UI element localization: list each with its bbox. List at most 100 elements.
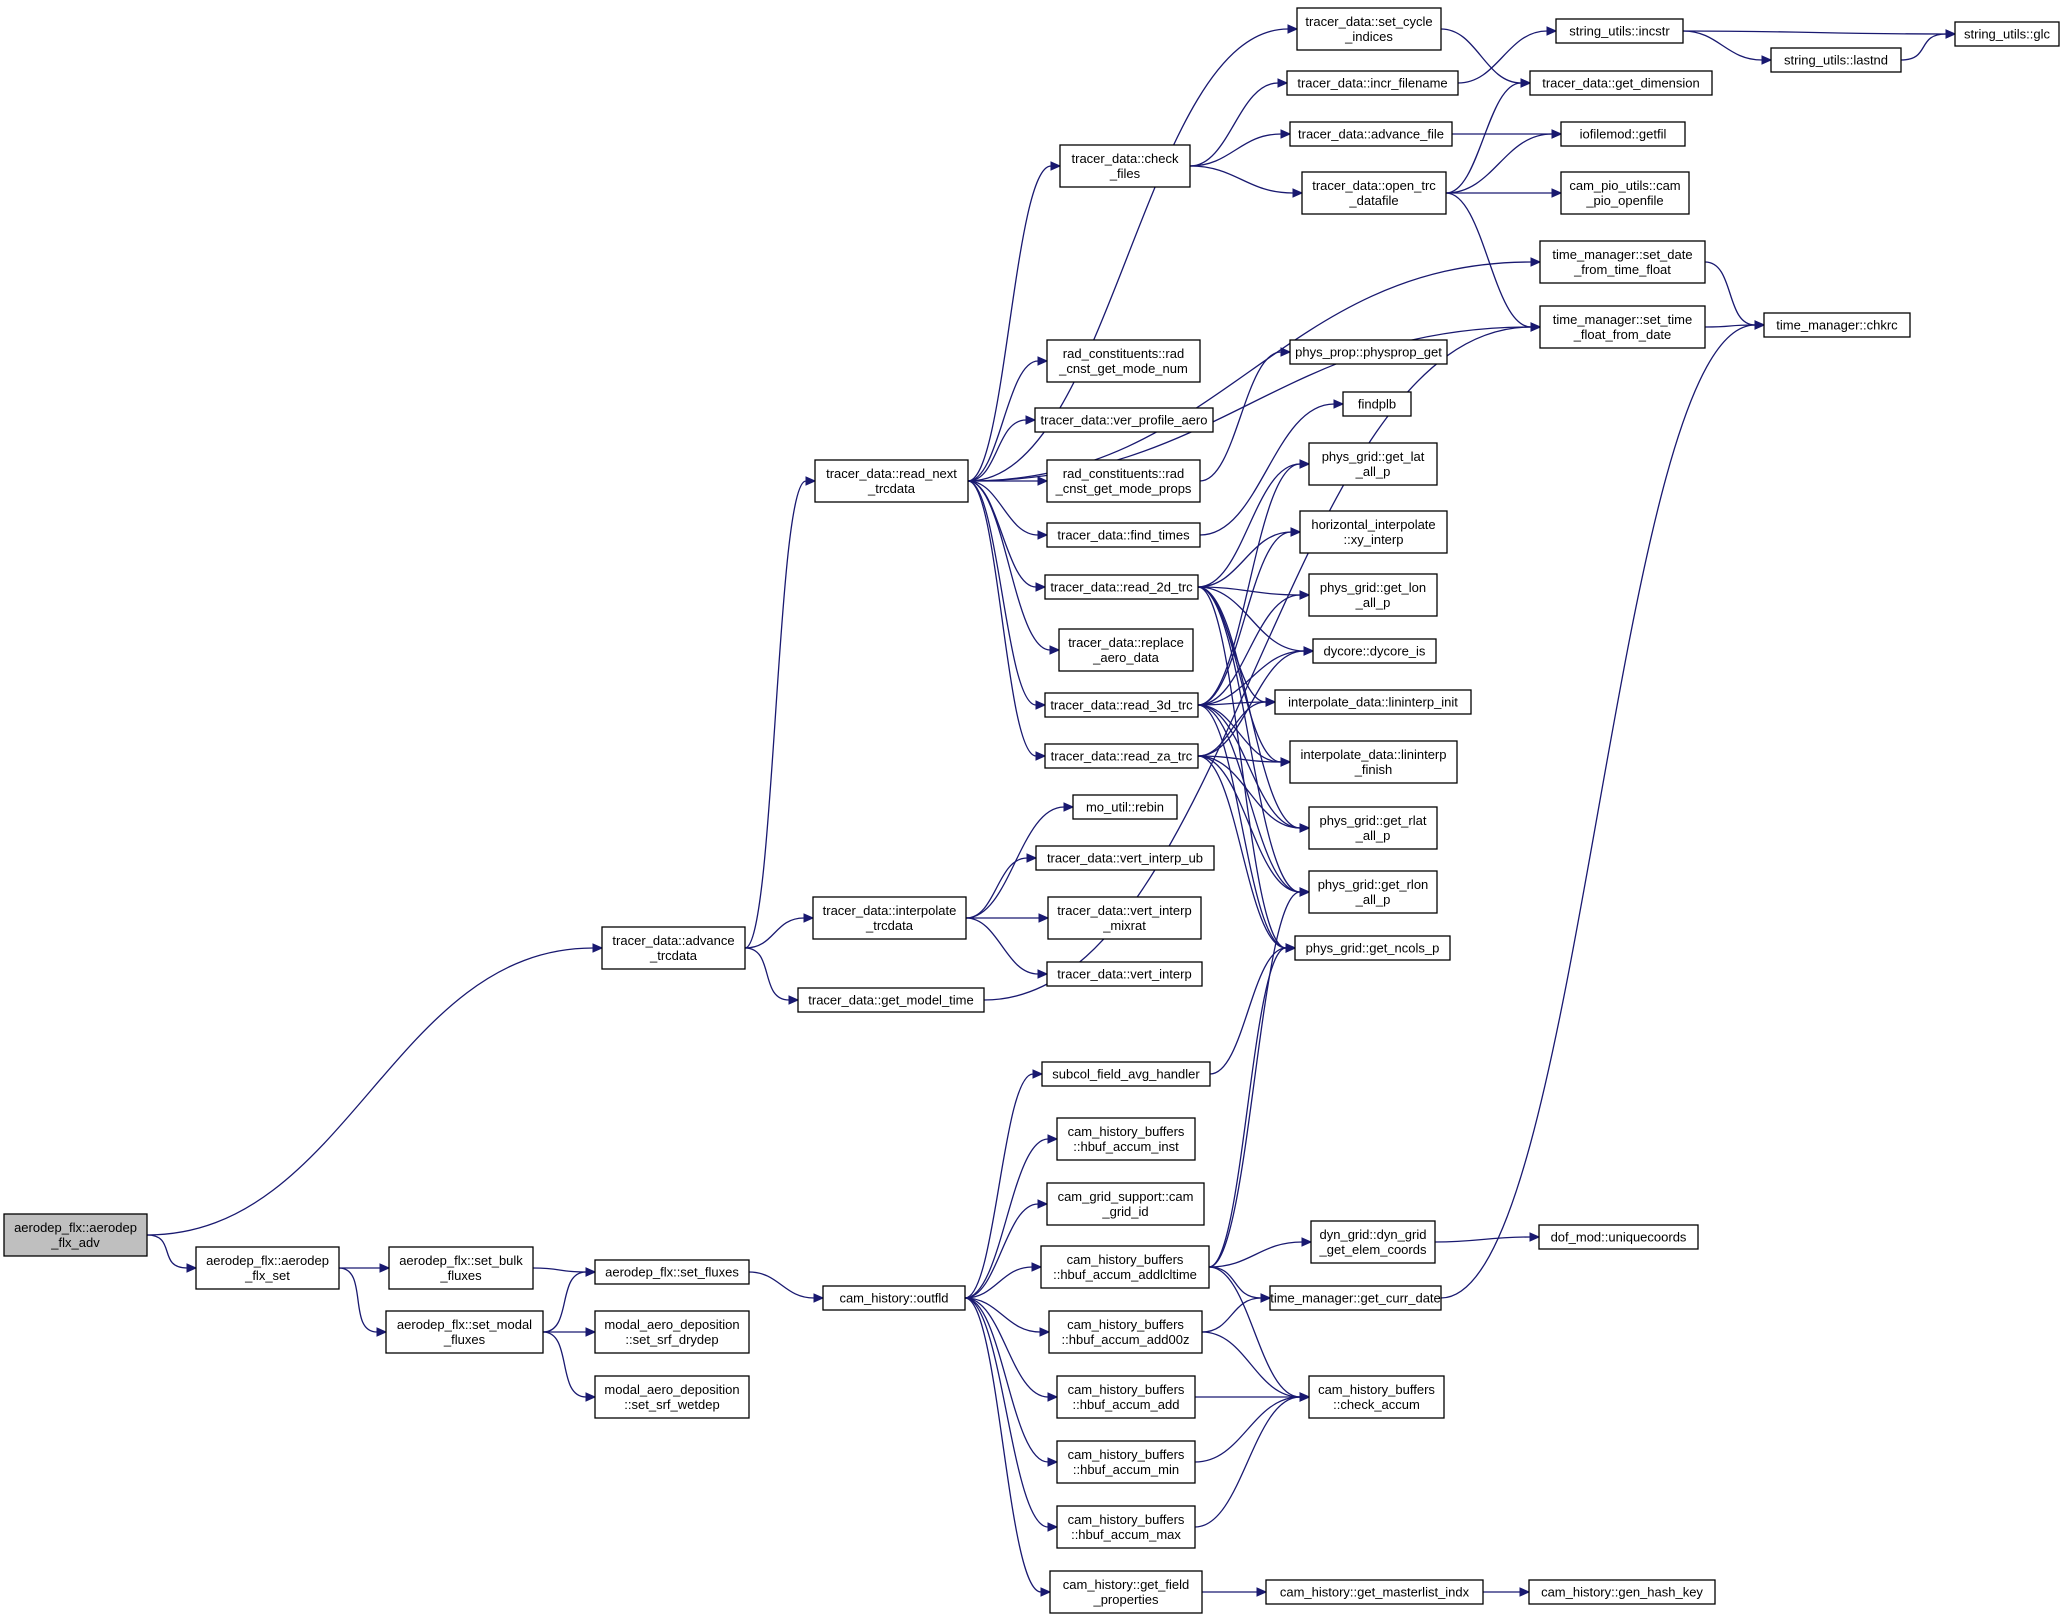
graph-node-n53[interactable]: cam_history_buffers::hbuf_accum_addlclti… <box>1040 1245 1210 1289</box>
edge-n7-to-n15 <box>1440 28 1522 84</box>
graph-node-n6[interactable]: tracer_data::get_model_time <box>797 987 985 1013</box>
graph-node-n46[interactable]: aerodep_flx::set_fluxes <box>594 1259 750 1285</box>
graph-node-n42[interactable]: tracer_data::vert_interp_mixrat <box>1047 896 1202 940</box>
graph-node-n56[interactable]: cam_history_buffers::hbuf_accum_min <box>1056 1440 1196 1484</box>
graph-node-n37[interactable]: phys_grid::get_rlat_all_p <box>1308 806 1438 850</box>
graph-node-n55[interactable]: cam_history_buffers::hbuf_accum_add <box>1056 1375 1196 1419</box>
edge-n27-to-n35 <box>1197 701 1267 706</box>
edge-n49-to-n55 <box>964 1297 1049 1398</box>
graph-node-n3[interactable]: aerodep_flx::aerodep_flx_set <box>195 1246 340 1290</box>
edge-n4-to-n24 <box>967 480 1039 536</box>
graph-node-n44[interactable]: aerodep_flx::set_bulk_fluxes <box>388 1246 534 1290</box>
graph-node-n45[interactable]: aerodep_flx::set_modal_fluxes <box>385 1310 544 1354</box>
arrowhead-n1-to-n2 <box>592 943 604 953</box>
graph-node-n22[interactable]: tracer_data::ver_profile_aero <box>1034 407 1214 433</box>
node-label-line: ::check_accum <box>1333 1397 1420 1412</box>
node-label-line: _cnst_get_mode_props <box>1055 481 1192 496</box>
graph-node-n25[interactable]: tracer_data::read_2d_trc <box>1044 574 1199 600</box>
graph-node-n36[interactable]: interpolate_data::lininterp_finish <box>1289 740 1458 784</box>
node-label-line: _indices <box>1344 29 1393 44</box>
graph-node-n26[interactable]: tracer_data::replace_aero_data <box>1058 628 1194 672</box>
graph-node-n58[interactable]: cam_history::get_field_properties <box>1049 1570 1203 1614</box>
node-label-line: _finish <box>1354 762 1393 777</box>
graph-node-n27[interactable]: tracer_data::read_3d_trc <box>1044 692 1199 718</box>
edge-n24-to-n30 <box>1199 403 1335 536</box>
graph-node-n14[interactable]: string_utils::glc <box>1954 21 2060 47</box>
graph-node-n23[interactable]: rad_constituents::rad_cnst_get_mode_prop… <box>1046 459 1201 503</box>
edge-n49-to-n51 <box>964 1138 1049 1299</box>
graph-node-n62[interactable]: cam_history_buffers::check_accum <box>1308 1375 1445 1419</box>
graph-node-n2[interactable]: tracer_data::advance_trcdata <box>601 926 746 970</box>
node-label-line: findplb <box>1358 397 1396 412</box>
graph-node-n57[interactable]: cam_history_buffers::hbuf_accum_max <box>1056 1505 1196 1549</box>
graph-node-n59[interactable]: dyn_grid::dyn_grid_get_elem_coords <box>1310 1220 1436 1264</box>
graph-node-n47[interactable]: modal_aero_deposition::set_srf_drydep <box>594 1310 750 1354</box>
graph-node-n54[interactable]: cam_history_buffers::hbuf_accum_add00z <box>1048 1310 1203 1354</box>
graph-node-n64[interactable]: cam_history::gen_hash_key <box>1528 1579 1716 1605</box>
arrowhead-n5-to-n41 <box>1026 853 1038 863</box>
graph-node-n39[interactable]: phys_grid::get_ncols_p <box>1294 935 1451 961</box>
graph-node-n34[interactable]: dycore::dycore_is <box>1312 638 1437 664</box>
graph-node-n41[interactable]: tracer_data::vert_interp_ub <box>1035 845 1215 871</box>
graph-node-n60[interactable]: dof_mod::uniquecoords <box>1538 1224 1699 1250</box>
node-label-line: _from_time_float <box>1573 262 1671 277</box>
edge-n49-to-n52 <box>964 1203 1039 1299</box>
graph-node-n15[interactable]: tracer_data::get_dimension <box>1529 70 1713 96</box>
arrowhead-n8-to-n9 <box>1277 78 1289 88</box>
node-label-line: tracer_data::vert_interp <box>1057 967 1191 982</box>
graph-node-n31[interactable]: phys_grid::get_lat_all_p <box>1308 442 1438 486</box>
graph-node-n13[interactable]: string_utils::lastnd <box>1770 47 1902 73</box>
arrowhead-n45-to-n48 <box>585 1392 597 1402</box>
graph-node-n10[interactable]: tracer_data::advance_file <box>1289 121 1453 147</box>
graph-node-n5[interactable]: tracer_data::interpolate_trcdata <box>812 896 967 940</box>
graph-node-n32[interactable]: horizontal_interpolate::xy_interp <box>1299 510 1448 554</box>
graph-node-n28[interactable]: tracer_data::read_za_trc <box>1044 743 1199 769</box>
node-box <box>1289 740 1458 784</box>
graph-node-n16[interactable]: iofilemod::getfil <box>1560 121 1686 147</box>
node-label-line: rad_constituents::rad <box>1063 346 1184 361</box>
graph-node-n30[interactable]: findplb <box>1342 391 1412 417</box>
node-label-line: tracer_data::read_next <box>826 466 957 481</box>
graph-node-n4[interactable]: tracer_data::read_next_trcdata <box>814 459 969 503</box>
graph-node-n17[interactable]: cam_pio_utils::cam_pio_openfile <box>1560 171 1690 215</box>
graph-node-n52[interactable]: cam_grid_support::cam_grid_id <box>1046 1182 1205 1226</box>
graph-node-n1[interactable]: aerodep_flx::aerodep_flx_adv <box>3 1213 148 1257</box>
graph-node-n35[interactable]: interpolate_data::lininterp_init <box>1274 689 1472 715</box>
node-box <box>195 1246 340 1290</box>
node-label-line: tracer_data::get_model_time <box>808 993 973 1008</box>
graph-node-n8[interactable]: tracer_data::check_files <box>1059 144 1191 188</box>
graph-node-n21[interactable]: rad_constituents::rad_cnst_get_mode_num <box>1046 339 1201 383</box>
graph-node-n11[interactable]: tracer_data::open_trc_datafile <box>1301 171 1447 215</box>
node-box <box>1041 1061 1211 1087</box>
node-label-line: ::hbuf_accum_max <box>1071 1527 1181 1542</box>
graph-node-n38[interactable]: phys_grid::get_rlon_all_p <box>1308 870 1438 914</box>
node-label-line: cam_history::gen_hash_key <box>1541 1585 1703 1600</box>
node-label-line: tracer_data::replace <box>1068 635 1184 650</box>
graph-node-n48[interactable]: modal_aero_deposition::set_srf_wetdep <box>594 1375 750 1419</box>
graph-node-n9[interactable]: tracer_data::incr_filename <box>1286 70 1459 96</box>
graph-node-n12[interactable]: string_utils::incstr <box>1555 18 1684 44</box>
edge-n2-to-n5 <box>744 917 805 949</box>
graph-node-n43[interactable]: tracer_data::vert_interp <box>1046 961 1203 987</box>
graph-node-n49[interactable]: cam_history::outfld <box>822 1285 966 1311</box>
graph-node-n61[interactable]: time_manager::get_curr_date <box>1269 1285 1442 1311</box>
graph-node-n7[interactable]: tracer_data::set_cycle_indices <box>1296 7 1442 51</box>
graph-node-n63[interactable]: cam_history::get_masterlist_indx <box>1265 1579 1484 1605</box>
node-label-line: _all_p <box>1355 464 1391 479</box>
graph-node-n19[interactable]: time_manager::set_time_float_from_date <box>1539 305 1706 349</box>
arrowhead-n49-to-n51 <box>1047 1134 1059 1144</box>
node-label-line: _cnst_get_mode_num <box>1058 361 1188 376</box>
graph-node-n40[interactable]: mo_util::rebin <box>1072 794 1178 820</box>
node-label-line: ::hbuf_accum_addlcltime <box>1053 1267 1197 1282</box>
graph-node-n18[interactable]: time_manager::set_date_from_time_float <box>1539 240 1706 284</box>
graph-node-n20[interactable]: time_manager::chkrc <box>1763 312 1911 338</box>
node-label-line: time_manager::set_date <box>1552 247 1692 262</box>
graph-node-n50[interactable]: subcol_field_avg_handler <box>1041 1061 1211 1087</box>
graph-node-n51[interactable]: cam_history_buffers::hbuf_accum_inst <box>1056 1117 1196 1161</box>
edge-n4-to-n7 <box>967 28 1289 482</box>
graph-node-n33[interactable]: phys_grid::get_lon_all_p <box>1308 573 1438 617</box>
graph-node-n24[interactable]: tracer_data::find_times <box>1046 522 1201 548</box>
node-label-line: ::set_srf_wetdep <box>624 1397 719 1412</box>
node-box <box>1044 743 1199 769</box>
graph-node-n29[interactable]: phys_prop::physprop_get <box>1289 339 1448 365</box>
